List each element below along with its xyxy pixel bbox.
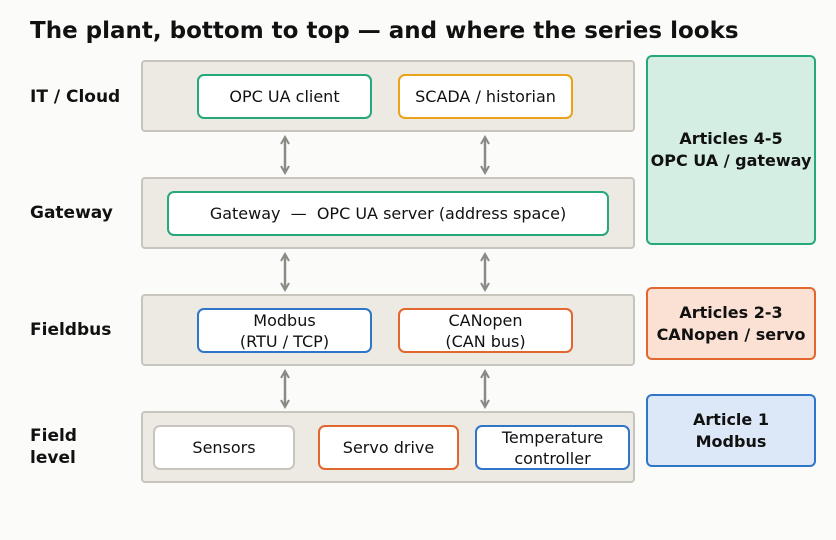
article-modbus-line1: Article 1 — [693, 409, 769, 429]
layer-label-gateway: Gateway — [30, 203, 113, 223]
canopen-label-line1: CANopen — [448, 310, 523, 330]
opc-ua-client-node: OPC UA client — [197, 74, 372, 119]
gateway-opc-ua-server-node: Gateway — OPC UA server (address space) — [167, 191, 609, 236]
opc-ua-client-label: OPC UA client — [229, 87, 340, 106]
canopen-node: CANopen (CAN bus) — [398, 308, 573, 353]
articles-canopen-servo-box: Articles 2-3 CANopen / servo — [646, 287, 816, 360]
article-modbus-line2: Modbus — [695, 431, 767, 451]
articles-canopen-line1: Articles 2-3 — [679, 302, 783, 322]
layer-label-field-level: Field level — [30, 425, 77, 469]
temperature-controller-line2: controller — [514, 448, 591, 468]
layer-label-field-line2: level — [30, 448, 76, 468]
temperature-controller-node: Temperature controller — [475, 425, 630, 470]
layer-label-field-line1: Field — [30, 426, 77, 446]
servo-drive-label: Servo drive — [342, 438, 435, 457]
article-modbus-box: Article 1 Modbus — [646, 394, 816, 467]
articles-opc-line1: Articles 4-5 — [679, 129, 783, 148]
diagram-title: The plant, bottom to top — and where the… — [30, 18, 739, 44]
modbus-node: Modbus (RTU / TCP) — [197, 308, 372, 353]
scada-historian-label: SCADA / historian — [415, 87, 556, 106]
layer-label-fieldbus: Fieldbus — [30, 320, 112, 340]
articles-canopen-line2: CANopen / servo — [656, 324, 806, 344]
servo-drive-node: Servo drive — [318, 425, 459, 470]
gateway-opc-ua-server-label: Gateway — OPC UA server (address space) — [209, 204, 567, 223]
layer-label-it-cloud: IT / Cloud — [30, 87, 121, 107]
articles-opc-line2: OPC UA / gateway — [650, 151, 812, 170]
sensors-node: Sensors — [153, 425, 295, 470]
modbus-label-line1: Modbus — [253, 310, 316, 330]
temperature-controller-line1: Temperature — [501, 427, 604, 447]
articles-opc-ua-gateway-box: Articles 4-5 OPC UA / gateway — [646, 55, 816, 245]
modbus-label-line2: (RTU / TCP) — [239, 331, 330, 351]
canopen-label-line2: (CAN bus) — [445, 331, 526, 351]
sensors-label: Sensors — [192, 438, 256, 457]
scada-historian-node: SCADA / historian — [398, 74, 573, 119]
